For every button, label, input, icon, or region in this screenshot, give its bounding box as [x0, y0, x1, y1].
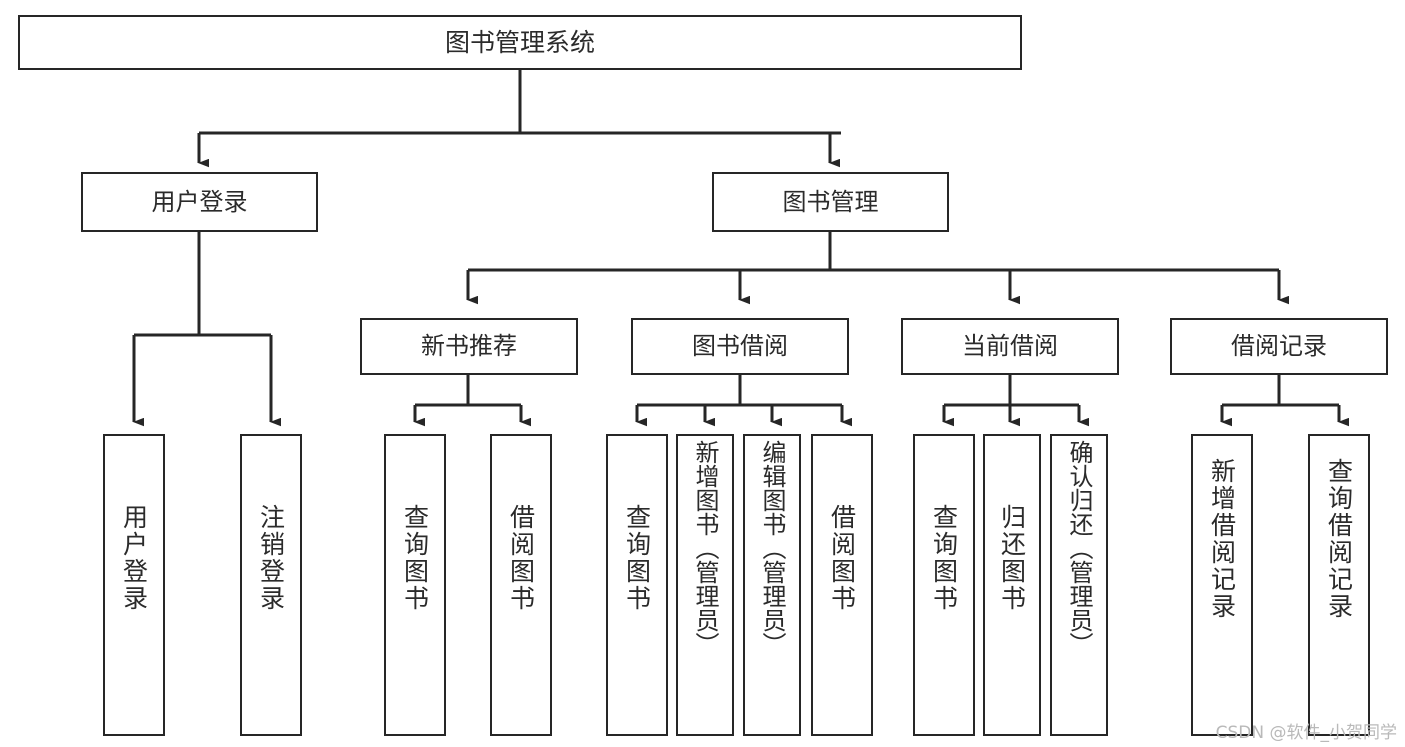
node-user-login[interactable]: 用户登录: [81, 172, 318, 232]
node-book-management[interactable]: 图书管理: [712, 172, 949, 232]
leaf-user-logout[interactable]: 注销登录: [240, 434, 302, 736]
node-label: 新书推荐: [421, 332, 517, 361]
node-root-book-management-system[interactable]: 图书管理系统: [18, 15, 1022, 70]
leaf-query-book-current[interactable]: 查询图书: [913, 434, 975, 736]
leaf-borrow-book-recommend[interactable]: 借阅图书: [490, 434, 552, 736]
node-label: 新增借阅记录: [1207, 458, 1237, 620]
leaf-edit-book-admin[interactable]: 编辑图书（管理员）: [743, 434, 801, 736]
node-label: 查询图书: [400, 504, 430, 612]
leaf-borrow-book-borrow[interactable]: 借阅图书: [811, 434, 873, 736]
node-label: 借阅记录: [1231, 332, 1327, 361]
node-label: 图书管理系统: [444, 27, 595, 57]
leaf-return-book[interactable]: 归还图书: [983, 434, 1041, 736]
node-label: 借阅图书: [827, 504, 857, 612]
node-label: 归还图书: [997, 504, 1027, 612]
node-label: 查询图书: [929, 504, 959, 612]
leaf-query-book-borrow[interactable]: 查询图书: [606, 434, 668, 736]
node-new-book-recommend[interactable]: 新书推荐: [360, 318, 578, 375]
node-label: 编辑图书（管理员）: [758, 440, 786, 656]
node-label: 借阅图书: [506, 504, 536, 612]
node-label: 新增图书（管理员）: [691, 440, 719, 656]
node-label: 图书管理: [782, 187, 879, 216]
node-label: 注销登录: [256, 504, 286, 612]
node-label: 当前借阅: [962, 332, 1058, 361]
leaf-query-book-recommend[interactable]: 查询图书: [384, 434, 446, 736]
node-label: 查询借阅记录: [1324, 458, 1354, 620]
leaf-user-login[interactable]: 用户登录: [103, 434, 165, 736]
node-label: 用户登录: [151, 187, 248, 216]
node-label: 用户登录: [119, 504, 149, 612]
node-label: 图书借阅: [692, 332, 788, 361]
leaf-query-borrow-record[interactable]: 查询借阅记录: [1308, 434, 1370, 736]
watermark: CSDN @软件_小贺同学: [1215, 723, 1397, 743]
node-borrow-record[interactable]: 借阅记录: [1170, 318, 1388, 375]
node-label: 确认归还（管理员）: [1065, 440, 1093, 656]
node-book-borrow[interactable]: 图书借阅: [631, 318, 849, 375]
node-label: 查询图书: [622, 504, 652, 612]
node-current-borrow[interactable]: 当前借阅: [901, 318, 1119, 375]
leaf-add-book-admin[interactable]: 新增图书（管理员）: [676, 434, 734, 736]
leaf-confirm-return-admin[interactable]: 确认归还（管理员）: [1050, 434, 1108, 736]
leaf-add-borrow-record[interactable]: 新增借阅记录: [1191, 434, 1253, 736]
